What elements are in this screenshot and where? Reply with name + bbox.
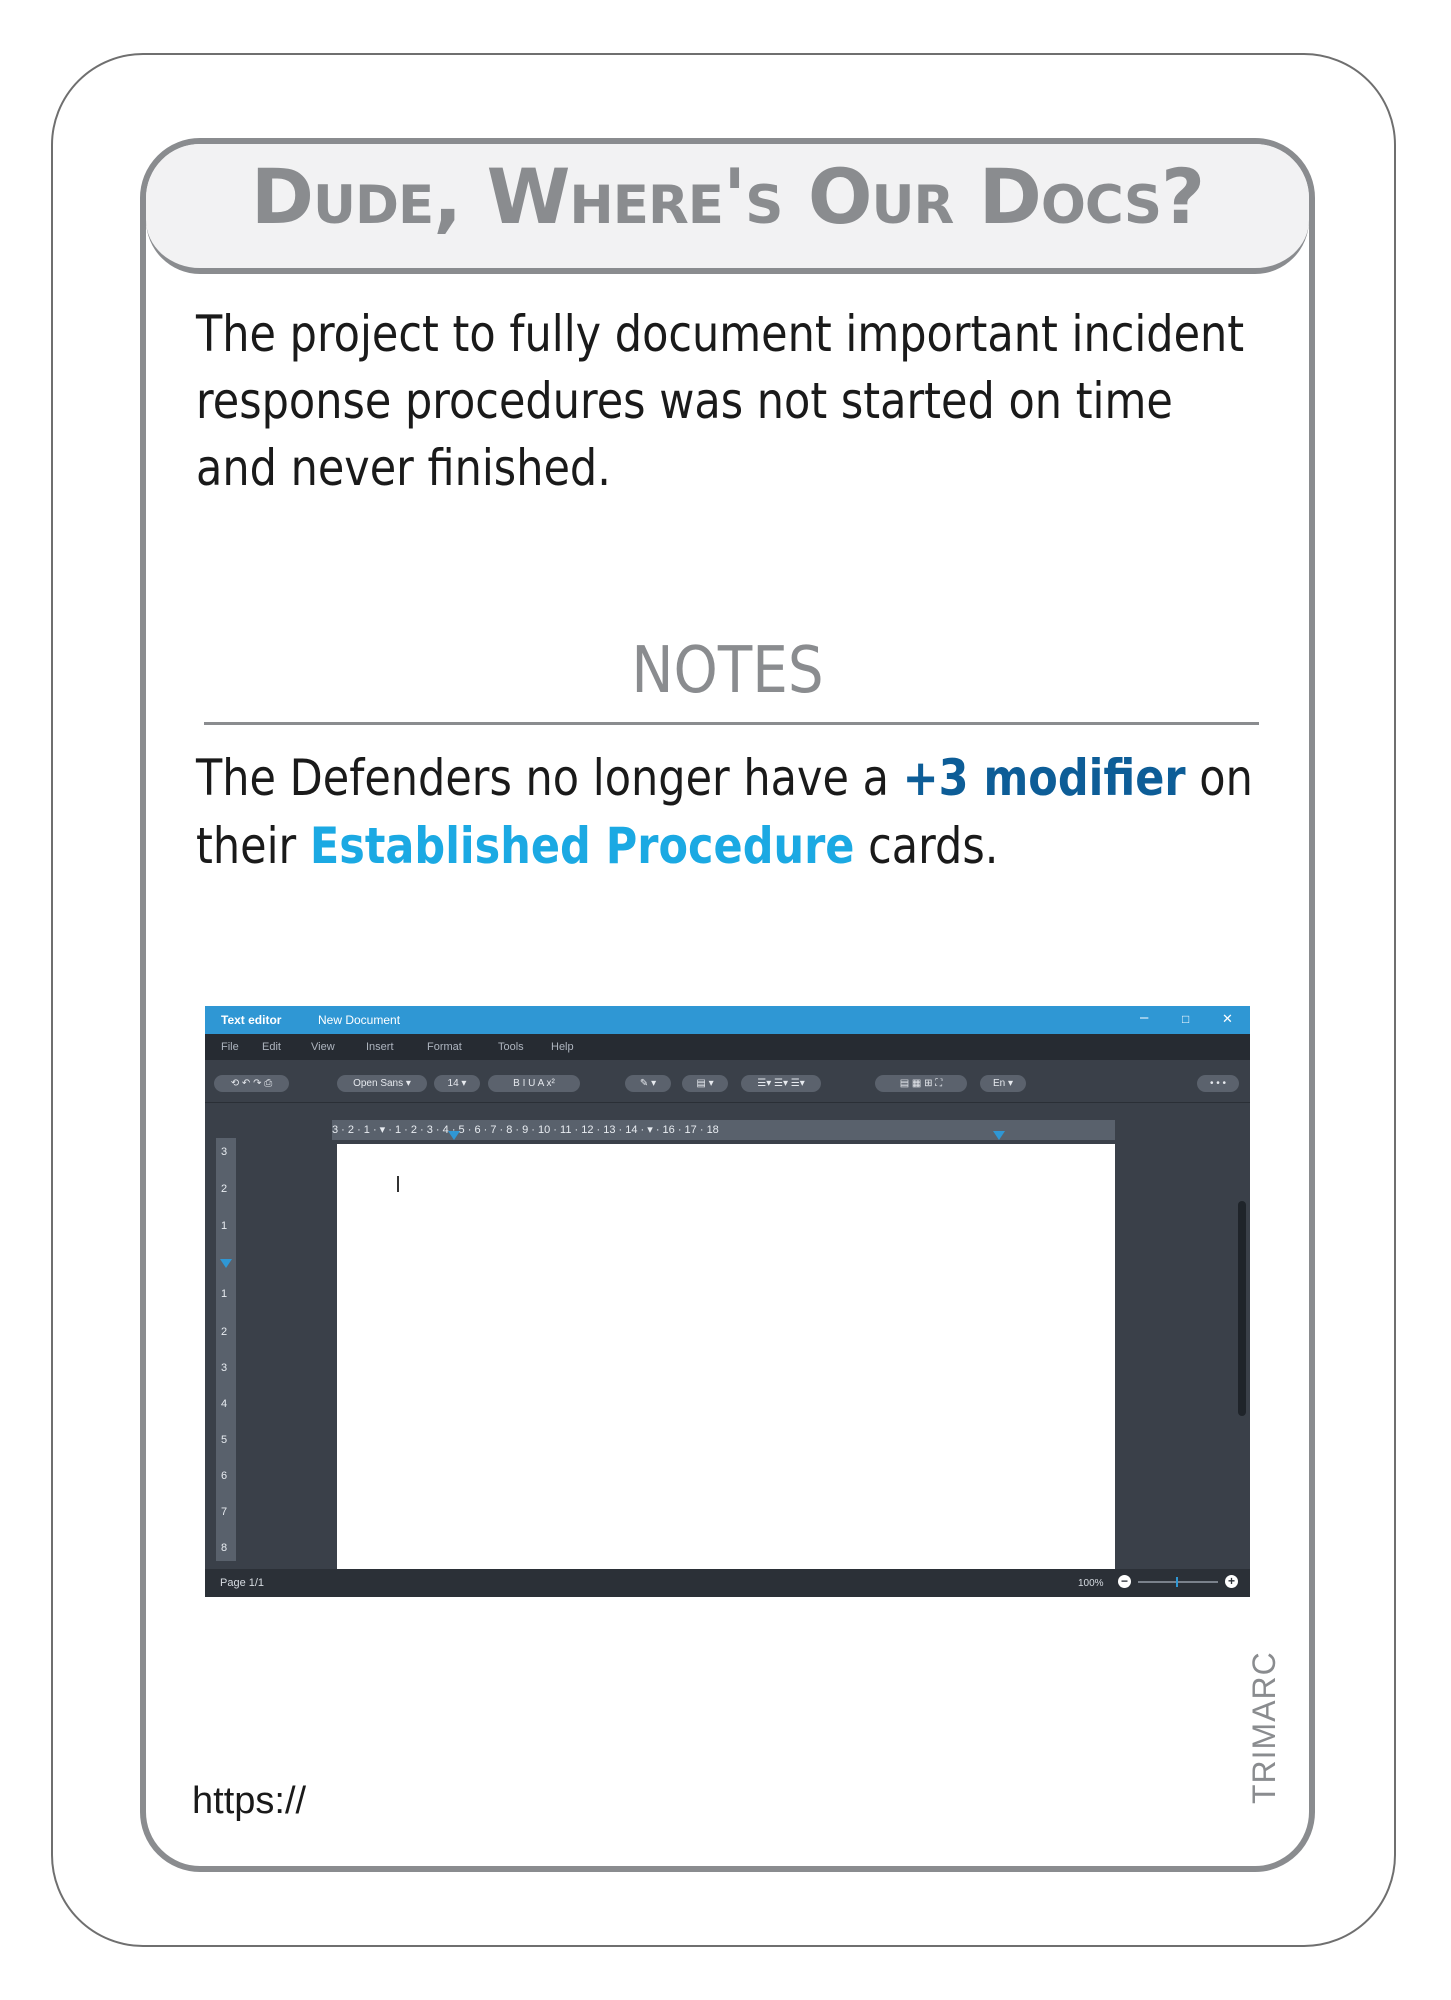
notes-highlight-modifier: +3 modifier (902, 749, 1186, 807)
vruler-label: 4 (221, 1398, 228, 1410)
notes-part2: on their (196, 749, 1253, 875)
more-options-icon[interactable]: • • • (1197, 1075, 1239, 1092)
zoom-slider[interactable] (1138, 1581, 1218, 1583)
card-url: https:// (192, 1780, 307, 1822)
text-editor-screenshot: Text editor New Document – □ ✕ File Edit… (205, 1006, 1250, 1597)
card-description: The project to fully document important … (196, 305, 1245, 497)
zoom-out-icon[interactable]: − (1118, 1575, 1131, 1588)
vruler-label: 5 (221, 1434, 228, 1446)
top-margin-marker[interactable] (220, 1259, 232, 1268)
vertical-ruler: 3 2 1 1 2 3 4 5 6 7 8 (216, 1138, 236, 1561)
zoom-slider-handle[interactable] (1176, 1577, 1178, 1587)
vertical-scrollbar[interactable] (1238, 1201, 1246, 1416)
right-indent-marker[interactable] (993, 1131, 1005, 1140)
undo-redo-print-icons[interactable]: ⟲ ↶ ↷ ⎙ (214, 1075, 289, 1092)
font-select[interactable]: Open Sans ▾ (337, 1075, 427, 1092)
language-select[interactable]: En ▾ (980, 1075, 1026, 1092)
vruler-label: 3 (221, 1146, 228, 1158)
card-header: Dude, Where's Our Docs? (146, 144, 1309, 274)
document-page[interactable] (337, 1144, 1115, 1569)
vruler-label: 2 (221, 1326, 228, 1338)
menu-file[interactable]: File (221, 1041, 239, 1053)
zoom-level: 100% (1078, 1578, 1104, 1589)
card-frame: Dude, Where's Our Docs? The project to f… (140, 138, 1315, 1872)
notes-divider (204, 722, 1259, 725)
left-indent-marker[interactable] (448, 1131, 460, 1140)
vruler-label: 1 (221, 1220, 228, 1232)
vruler-label: 6 (221, 1470, 228, 1482)
horizontal-ruler: 3 · 2 · 1 · ▾ · 1 · 2 · 3 · 4 · 5 · 6 · … (332, 1120, 1115, 1140)
editor-doc-name: New Document (318, 1013, 401, 1027)
brand-label: TRIMARC (1246, 1651, 1282, 1804)
vruler-label: 7 (221, 1506, 228, 1518)
page-indicator: Page 1/1 (220, 1577, 265, 1589)
text-cursor (397, 1176, 399, 1192)
vruler-label: 8 (221, 1542, 228, 1554)
editor-menubar: File Edit View Insert Format Tools Help (205, 1034, 1250, 1060)
editor-titlebar: Text editor New Document – □ ✕ (205, 1006, 1250, 1034)
text-format-buttons[interactable]: B I U A x² (488, 1075, 580, 1092)
font-size-select[interactable]: 14 ▾ (434, 1075, 480, 1092)
notes-heading: NOTES (631, 634, 824, 708)
menu-insert[interactable]: Insert (366, 1041, 394, 1053)
editor-app-name: Text editor (221, 1013, 282, 1027)
maximize-icon[interactable]: □ (1182, 1012, 1190, 1026)
pen-icon[interactable]: ✎ ▾ (625, 1075, 671, 1092)
notes-part3: cards. (854, 817, 999, 875)
zoom-in-icon[interactable]: + (1225, 1575, 1238, 1588)
menu-edit[interactable]: Edit (262, 1041, 281, 1053)
vruler-label: 1 (221, 1288, 228, 1300)
minimize-icon[interactable]: – (1140, 1009, 1149, 1026)
menu-help[interactable]: Help (551, 1041, 574, 1053)
notes-part1: The Defenders no longer have a (196, 749, 903, 807)
vruler-label: 3 (221, 1362, 228, 1374)
vruler-label: 2 (221, 1183, 228, 1195)
menu-view[interactable]: View (311, 1041, 335, 1053)
list-icons[interactable]: ☰▾ ☰▾ ☰▾ (741, 1075, 821, 1092)
close-icon[interactable]: ✕ (1222, 1011, 1233, 1026)
menu-format[interactable]: Format (427, 1041, 462, 1053)
notes-highlight-procedure: Established Procedure (309, 817, 855, 875)
editor-statusbar: Page 1/1 100% − + (205, 1569, 1250, 1597)
editor-toolbar: ⟲ ↶ ↷ ⎙ Open Sans ▾ 14 ▾ B I U A x² ✎ ▾ … (205, 1060, 1250, 1103)
insert-icons[interactable]: ▤ ▦ ⊞ ⛶ (875, 1075, 967, 1092)
align-icon[interactable]: ▤ ▾ (682, 1075, 728, 1092)
notes-text: The Defenders no longer have a +3 modifi… (196, 744, 1262, 880)
menu-tools[interactable]: Tools (498, 1041, 524, 1053)
card-title: Dude, Where's Our Docs? (250, 152, 1205, 241)
